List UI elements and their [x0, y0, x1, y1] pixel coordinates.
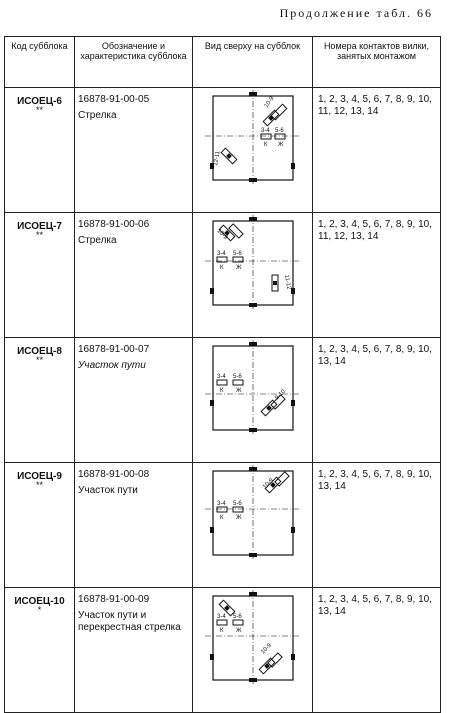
table-header-row: Код субблока Обозначение и характеристик…: [4, 36, 441, 88]
top-view-cell: 10-9 3-4 5-6 К Ж 12-11: [192, 87, 313, 213]
top-view-diagram: 3-4 5-6 К Ж 9-10: [204, 340, 301, 436]
contact-label: 10-9: [260, 642, 273, 655]
header-contacts: Номера контактов вилки, занятых монтажом: [312, 36, 441, 88]
subblock-number: 16878-91-00-07: [78, 344, 150, 355]
table-row: ИСОЕЦ-10 * 16878-91-00-09 Участок пути и…: [4, 587, 441, 713]
contact-label: 5-6: [233, 614, 242, 620]
table-row: ИСОЕЦ-7 ** 16878-91-00-06 Стрелка 10-9: [4, 212, 441, 338]
subblock-designation: 16878-91-00-07 Участок пути: [74, 337, 193, 463]
top-view-diagram: 10-9 3-4 5-6 К Ж 11-12: [204, 215, 301, 311]
table-row: ИСОЕЦ-9 ** 16878-91-00-08 Участок пути 1…: [4, 462, 441, 588]
subblock-designation: 16878-91-00-09 Участок пути и перекрестн…: [74, 587, 193, 713]
subblock-code: ИСОЕЦ-8 **: [4, 337, 75, 463]
subblock-name: Участок пути и перекрестная стрелка: [78, 610, 181, 633]
header-view: Вид сверху на субблок: [192, 36, 313, 88]
contact-label: 5-6: [233, 501, 242, 507]
subblock-code: ИСОЕЦ-9 **: [4, 462, 75, 588]
contact-numbers: 1, 2, 3, 4, 5, 6, 7, 8, 9, 10, 13, 14: [312, 462, 441, 588]
contact-label: К: [220, 515, 224, 521]
top-view-cell: 10-9 3-4 5-6 К Ж 11-12: [192, 212, 313, 338]
contact-label: Ж: [236, 515, 242, 521]
header-code: Код субблока: [4, 36, 75, 88]
note-mark: **: [35, 230, 43, 240]
contact-label: 12-11: [213, 150, 222, 166]
top-view-diagram: 3-4 5-6 К Ж 10-9: [204, 590, 301, 686]
subblock-designation: 16878-91-00-06 Стрелка: [74, 212, 193, 338]
contact-label: 3-4: [261, 128, 270, 134]
subblock-code: ИСОЕЦ-7 **: [4, 212, 75, 338]
contact-label: 5-6: [233, 251, 242, 257]
header-designation: Обозначение и характеристика субблока: [74, 36, 193, 88]
contact-label: К: [264, 142, 268, 148]
contact-label: 3-4: [217, 251, 226, 257]
contact-label: 5-6: [233, 374, 242, 380]
table-caption: Продолжение табл. 66: [279, 6, 433, 20]
contact-label: Ж: [278, 142, 284, 148]
note-mark: **: [35, 480, 43, 490]
contact-label: Ж: [236, 265, 242, 271]
contact-label: К: [220, 265, 224, 271]
top-view-cell: 10-9 3-4 5-6 К Ж: [192, 462, 313, 588]
subblock-designation: 16878-91-00-08 Участок пути: [74, 462, 193, 588]
contact-label: К: [220, 388, 224, 394]
contact-label: Ж: [236, 628, 242, 634]
contact-label: К: [220, 628, 224, 634]
note-mark: *: [37, 605, 42, 615]
subblock-name: Стрелка: [78, 110, 117, 121]
contact-label: 11-12: [283, 274, 292, 290]
top-view-diagram: 10-9 3-4 5-6 К Ж 12-11: [204, 90, 301, 186]
subblock-number: 16878-91-00-05: [78, 94, 150, 105]
subblock-name: Стрелка: [78, 235, 117, 246]
note-mark: **: [35, 105, 43, 115]
contact-numbers: 1, 2, 3, 4, 5, 6, 7, 8, 9, 10, 13, 14: [312, 587, 441, 713]
top-view-cell: 3-4 5-6 К Ж 9-10: [192, 337, 313, 463]
contact-label: 5-6: [275, 128, 284, 134]
contact-label: 3-4: [217, 614, 226, 620]
contacts-table: Код субблока Обозначение и характеристик…: [4, 36, 441, 713]
contact-label: 3-4: [217, 374, 226, 380]
contact-numbers: 1, 2, 3, 4, 5, 6, 7, 8, 9, 10, 11, 12, 1…: [312, 212, 441, 338]
contact-label: Ж: [236, 388, 242, 394]
contact-numbers: 1, 2, 3, 4, 5, 6, 7, 8, 9, 10, 13, 14: [312, 337, 441, 463]
contact-label: 10-9: [263, 95, 275, 109]
top-view-cell: 3-4 5-6 К Ж 10-9: [192, 587, 313, 713]
subblock-number: 16878-91-00-08: [78, 469, 150, 480]
subblock-designation: 16878-91-00-05 Стрелка: [74, 87, 193, 213]
subblock-number: 16878-91-00-06: [78, 219, 150, 230]
subblock-name: Участок пути: [78, 360, 146, 371]
note-mark: **: [35, 355, 43, 365]
contact-label: 10-9: [215, 228, 228, 241]
table-row: ИСОЕЦ-6 ** 16878-91-00-05 Стрелка 10-9: [4, 87, 441, 213]
subblock-code: ИСОЕЦ-6 **: [4, 87, 75, 213]
subblock-code: ИСОЕЦ-10 *: [4, 587, 75, 713]
subblock-name: Участок пути: [78, 485, 138, 496]
contact-label: 3-4: [217, 501, 226, 507]
contact-numbers: 1, 2, 3, 4, 5, 6, 7, 8, 9, 10, 11, 12, 1…: [312, 87, 441, 213]
top-view-diagram: 10-9 3-4 5-6 К Ж: [204, 465, 301, 561]
table-row: ИСОЕЦ-8 ** 16878-91-00-07 Участок пути 3…: [4, 337, 441, 463]
subblock-number: 16878-91-00-09: [78, 594, 150, 605]
